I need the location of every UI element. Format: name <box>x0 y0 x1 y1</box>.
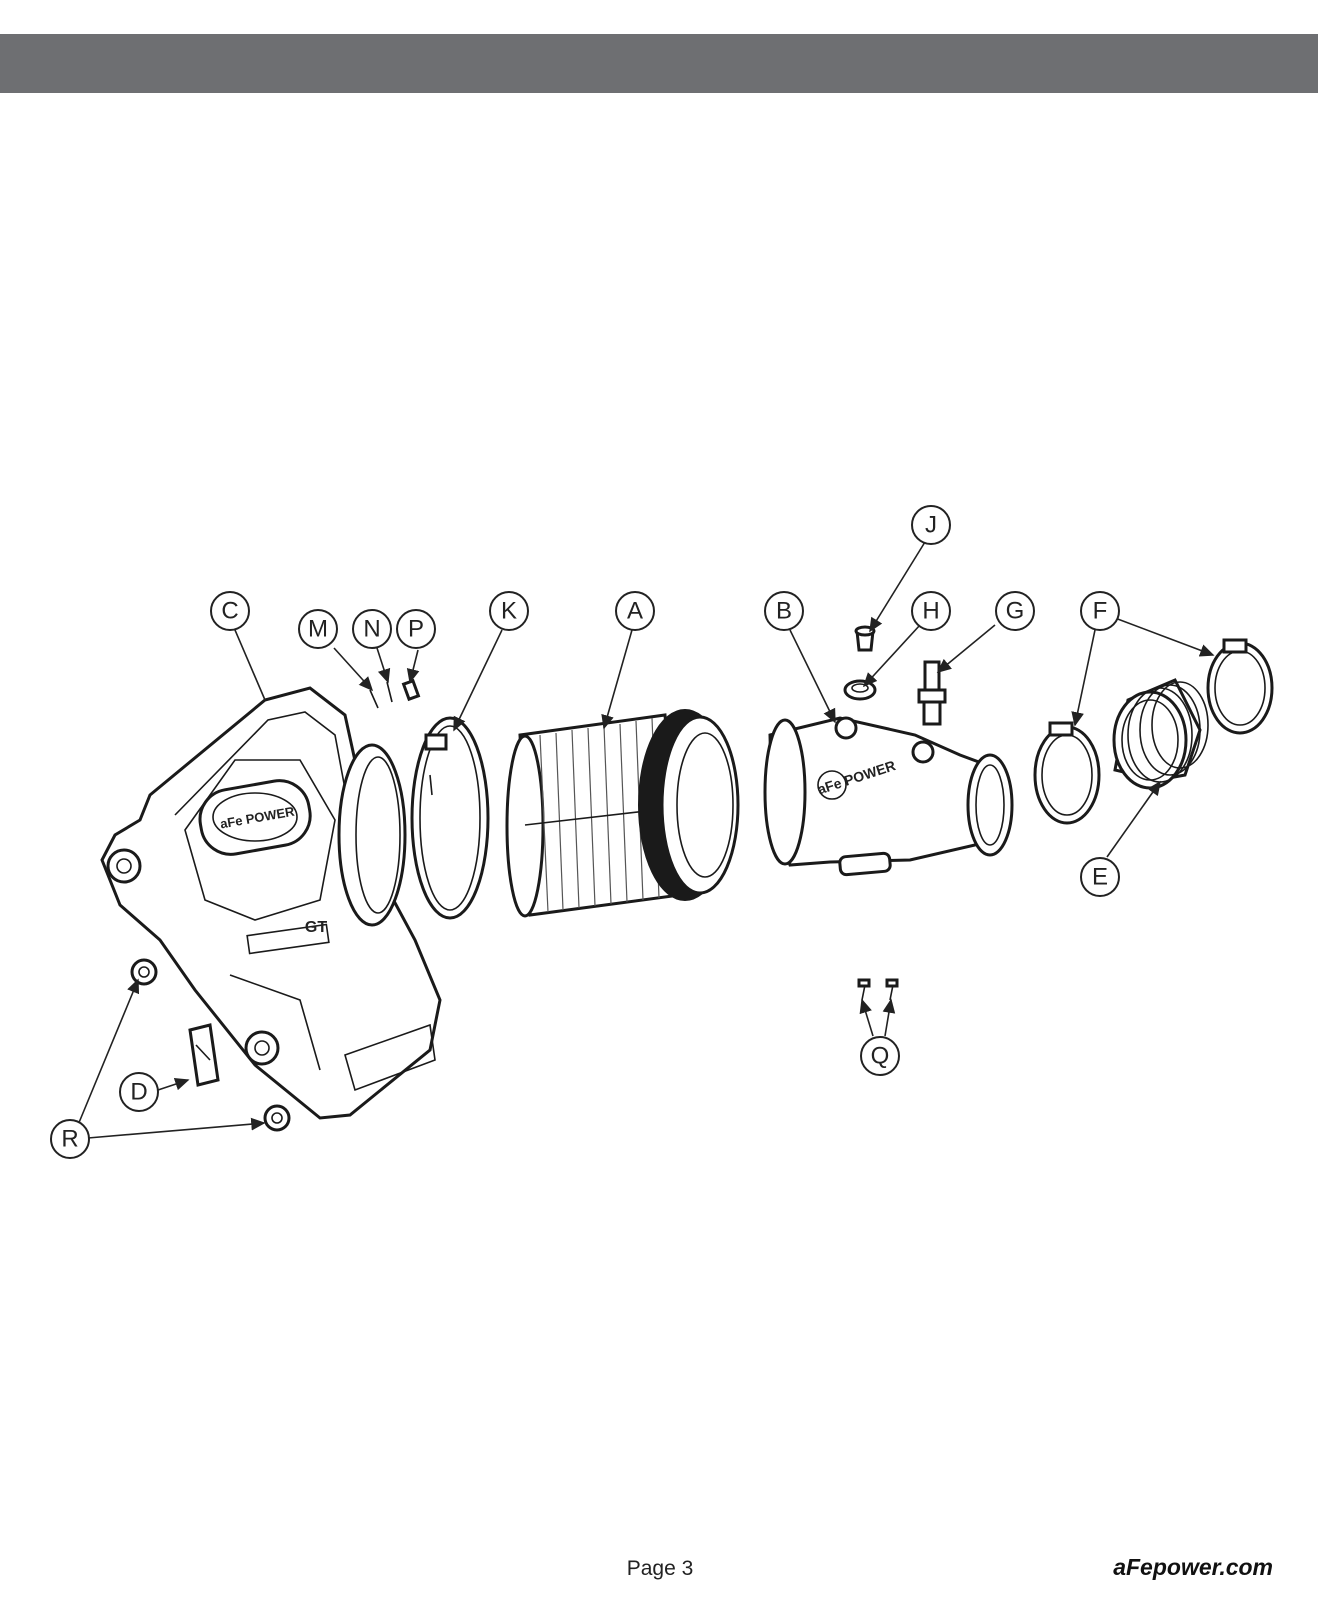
callout-k: K <box>489 591 529 631</box>
callout-j: J <box>911 505 951 545</box>
part-q-screws <box>857 978 899 1001</box>
part-c-airbox-housing <box>100 686 442 1120</box>
callout-label: F <box>1093 598 1108 625</box>
callout-label: Q <box>871 1043 890 1070</box>
part-r-nut-lower <box>263 1104 291 1132</box>
badge-text: GT <box>305 919 327 936</box>
callout-label: P <box>408 616 424 643</box>
part-b-intake-tube <box>763 716 1014 877</box>
callout-label: C <box>221 598 238 625</box>
callout-b: B <box>764 591 804 631</box>
part-k-clamp <box>410 716 490 920</box>
part-r-nut-upper <box>130 958 158 986</box>
callout-label: R <box>61 1126 78 1153</box>
part-h-grommet <box>843 679 877 701</box>
leader-lines <box>77 541 1215 1139</box>
callout-label: J <box>925 512 937 539</box>
page-number: Page 3 <box>626 1557 694 1580</box>
callout-p: P <box>396 609 436 649</box>
part-m-n-p-hardware <box>369 678 421 709</box>
part-f-clamp-right <box>1206 638 1274 735</box>
part-a-air-filter <box>505 709 740 918</box>
part-j-plug <box>854 625 876 652</box>
callout-d: D <box>119 1072 159 1112</box>
header-bar <box>0 34 1318 93</box>
callout-f: F <box>1080 591 1120 631</box>
callout-label: H <box>922 598 939 625</box>
part-g-fitting <box>917 660 947 726</box>
callout-label: D <box>130 1079 147 1106</box>
callout-label: G <box>1006 598 1025 625</box>
callout-n: N <box>352 609 392 649</box>
part-d-tab <box>188 1023 220 1087</box>
callout-r: R <box>50 1119 90 1159</box>
callout-label: K <box>501 598 517 625</box>
callout-q: Q <box>860 1036 900 1076</box>
callout-a: A <box>615 591 655 631</box>
callout-c: C <box>210 591 250 631</box>
callout-h: H <box>911 591 951 631</box>
callout-label: M <box>308 616 328 643</box>
callout-label: E <box>1092 864 1108 891</box>
callout-label: A <box>627 598 643 625</box>
part-e-coupler <box>1112 678 1209 790</box>
callout-m: M <box>298 609 338 649</box>
part-f-clamp-left <box>1033 721 1101 825</box>
callout-label: N <box>363 616 380 643</box>
callout-label: B <box>776 598 792 625</box>
website-footer: aFepower.com <box>1113 1554 1273 1580</box>
callout-g: G <box>995 591 1035 631</box>
callout-e: E <box>1080 857 1120 897</box>
